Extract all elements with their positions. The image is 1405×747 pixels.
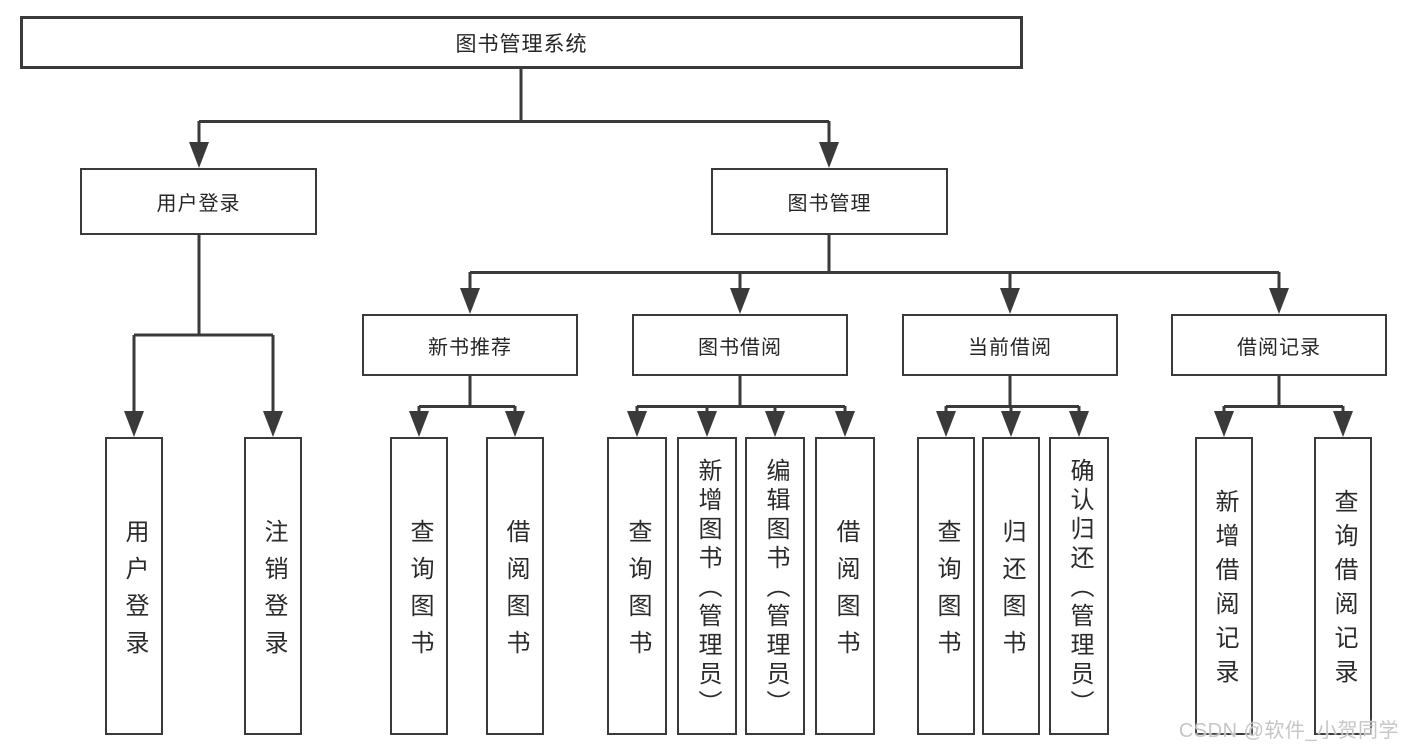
leaf-user-login: 用户登录 (105, 437, 163, 735)
node-library-management-system: 图书管理系统 (20, 16, 1023, 69)
leaf-label: 查询图书 (624, 518, 651, 667)
leaf-edit-books-admin: 编辑图书（管理员） (745, 437, 805, 735)
csdn-watermark: CSDN @软件_小贺同学 (1178, 720, 1399, 742)
leaf-label: 新增图书（管理员） (694, 458, 721, 719)
node-new-book-recommendation: 新书推荐 (362, 314, 578, 376)
leaf-add-books-admin: 新增图书（管理员） (677, 437, 737, 735)
leaf-label: 查询借阅记录 (1330, 489, 1357, 693)
leaf-label: 借阅图书 (832, 518, 859, 667)
leaf-label: 用户登录 (121, 518, 148, 667)
leaf-query-books-current: 查询图书 (917, 437, 975, 735)
leaf-label: 查询图书 (406, 518, 433, 667)
leaf-label: 编辑图书（管理员） (762, 458, 789, 719)
leaf-label: 注销登录 (260, 518, 287, 667)
leaf-query-borrow-record: 查询借阅记录 (1314, 437, 1372, 735)
leaf-query-books-recommend: 查询图书 (390, 437, 448, 735)
leaf-label: 借阅图书 (502, 518, 529, 667)
leaf-logout: 注销登录 (244, 437, 302, 735)
leaf-label: 确认归还（管理员） (1066, 458, 1093, 719)
node-user-login: 用户登录 (80, 168, 317, 235)
leaf-query-books-borrowing: 查询图书 (607, 437, 667, 735)
node-book-borrowing: 图书借阅 (632, 314, 848, 376)
node-borrowing-records: 借阅记录 (1171, 314, 1387, 376)
leaf-borrow-books: 借阅图书 (815, 437, 875, 735)
leaf-label: 新增借阅记录 (1211, 489, 1238, 693)
node-current-borrowing: 当前借阅 (902, 314, 1118, 376)
leaf-return-books: 归还图书 (982, 437, 1040, 735)
leaf-borrow-books-recommend: 借阅图书 (486, 437, 544, 735)
leaf-add-borrow-record: 新增借阅记录 (1195, 437, 1253, 735)
node-book-management: 图书管理 (711, 168, 948, 235)
leaf-confirm-return-admin: 确认归还（管理员） (1049, 437, 1109, 735)
leaf-label: 归还图书 (998, 518, 1025, 667)
leaf-label: 查询图书 (933, 518, 960, 667)
